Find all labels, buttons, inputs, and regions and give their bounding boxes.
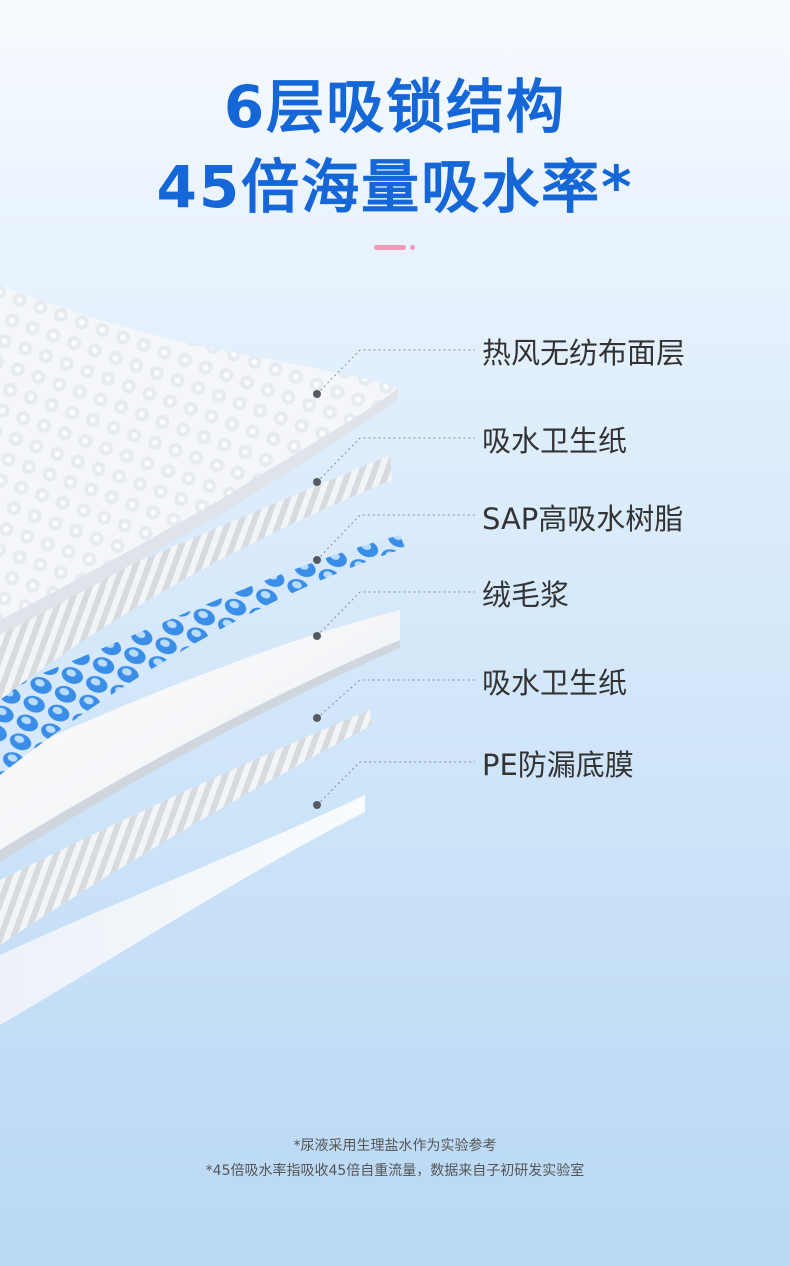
fluff-pulp-layer [0, 610, 400, 862]
pe-film-layer [0, 795, 365, 1025]
headline-line1: 6层吸锁结构 [223, 73, 567, 141]
footnote-2: *45倍吸水率指吸收45倍自重流量，数据来自子初研发实验室 [205, 1163, 585, 1179]
nonwoven-top-layer [0, 285, 398, 635]
layer-label-nonwoven: 热风无纺布面层 [482, 336, 686, 370]
layer-label-tissue-lower: 吸水卫生纸 [482, 666, 628, 700]
headline-line2: 45倍海量吸水率* [156, 153, 634, 221]
decorative-dot [410, 245, 415, 250]
layer-label-sap: SAP高吸水树脂 [482, 502, 684, 536]
layer-label-fluff-pulp: 绒毛浆 [482, 578, 570, 612]
layer-label-tissue-upper: 吸水卫生纸 [482, 424, 628, 458]
tissue-layer-lower [0, 710, 372, 945]
decorative-dash [374, 245, 406, 250]
footnote-1: *尿液采用生理盐水作为实验参考 [293, 1138, 497, 1154]
tissue-layer-upper [0, 455, 392, 700]
leader-lines [316, 349, 475, 806]
sap-layer [0, 535, 405, 775]
leader-dots [313, 390, 321, 809]
layer-label-pe-film: PE防漏底膜 [482, 748, 634, 782]
